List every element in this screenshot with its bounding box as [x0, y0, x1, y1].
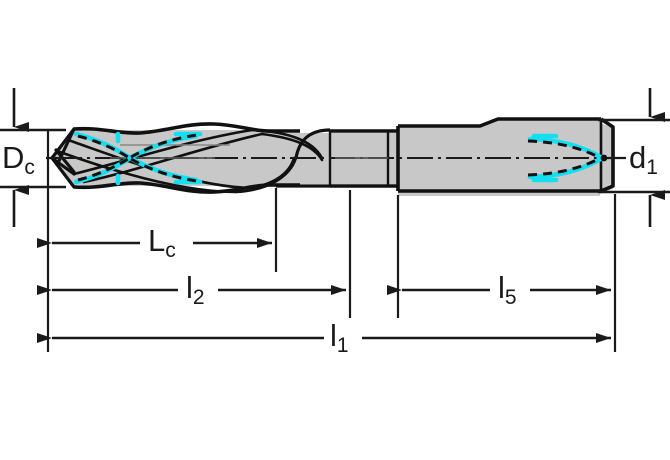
label-Dc-subscript: c — [24, 155, 35, 179]
flute-end-transition — [276, 128, 331, 188]
drill-point-tip — [50, 127, 76, 189]
label-d1-subscript: 1 — [646, 155, 658, 179]
coolant-channels-tip — [73, 131, 203, 186]
label-Lc-subscript: c — [165, 238, 176, 262]
label-l5-symbol: l — [498, 270, 505, 305]
dimension-Dc — [0, 88, 66, 227]
coolant-channels-shank — [527, 133, 608, 183]
label-l5: l5 — [498, 272, 517, 308]
coolant-exit-point — [600, 154, 608, 162]
dimension-d1 — [598, 88, 670, 227]
tip-relief-line — [50, 156, 76, 176]
label-l1-subscript: 1 — [336, 333, 349, 357]
point-face-line — [54, 148, 76, 174]
label-d1: d1 — [629, 142, 658, 178]
label-l5-subscript: 5 — [504, 285, 517, 309]
label-l2-symbol: l — [186, 270, 193, 305]
label-Lc: Lc — [148, 225, 176, 261]
label-l2: l2 — [186, 272, 205, 308]
label-d1-symbol: d — [629, 140, 647, 175]
label-l2-subscript: 2 — [192, 285, 205, 309]
label-Dc: Dc — [2, 142, 35, 178]
label-Dc-symbol: D — [2, 140, 25, 175]
label-l1-symbol: l — [330, 318, 337, 353]
label-l1: l1 — [330, 320, 349, 356]
label-Lc-symbol: L — [148, 223, 166, 258]
